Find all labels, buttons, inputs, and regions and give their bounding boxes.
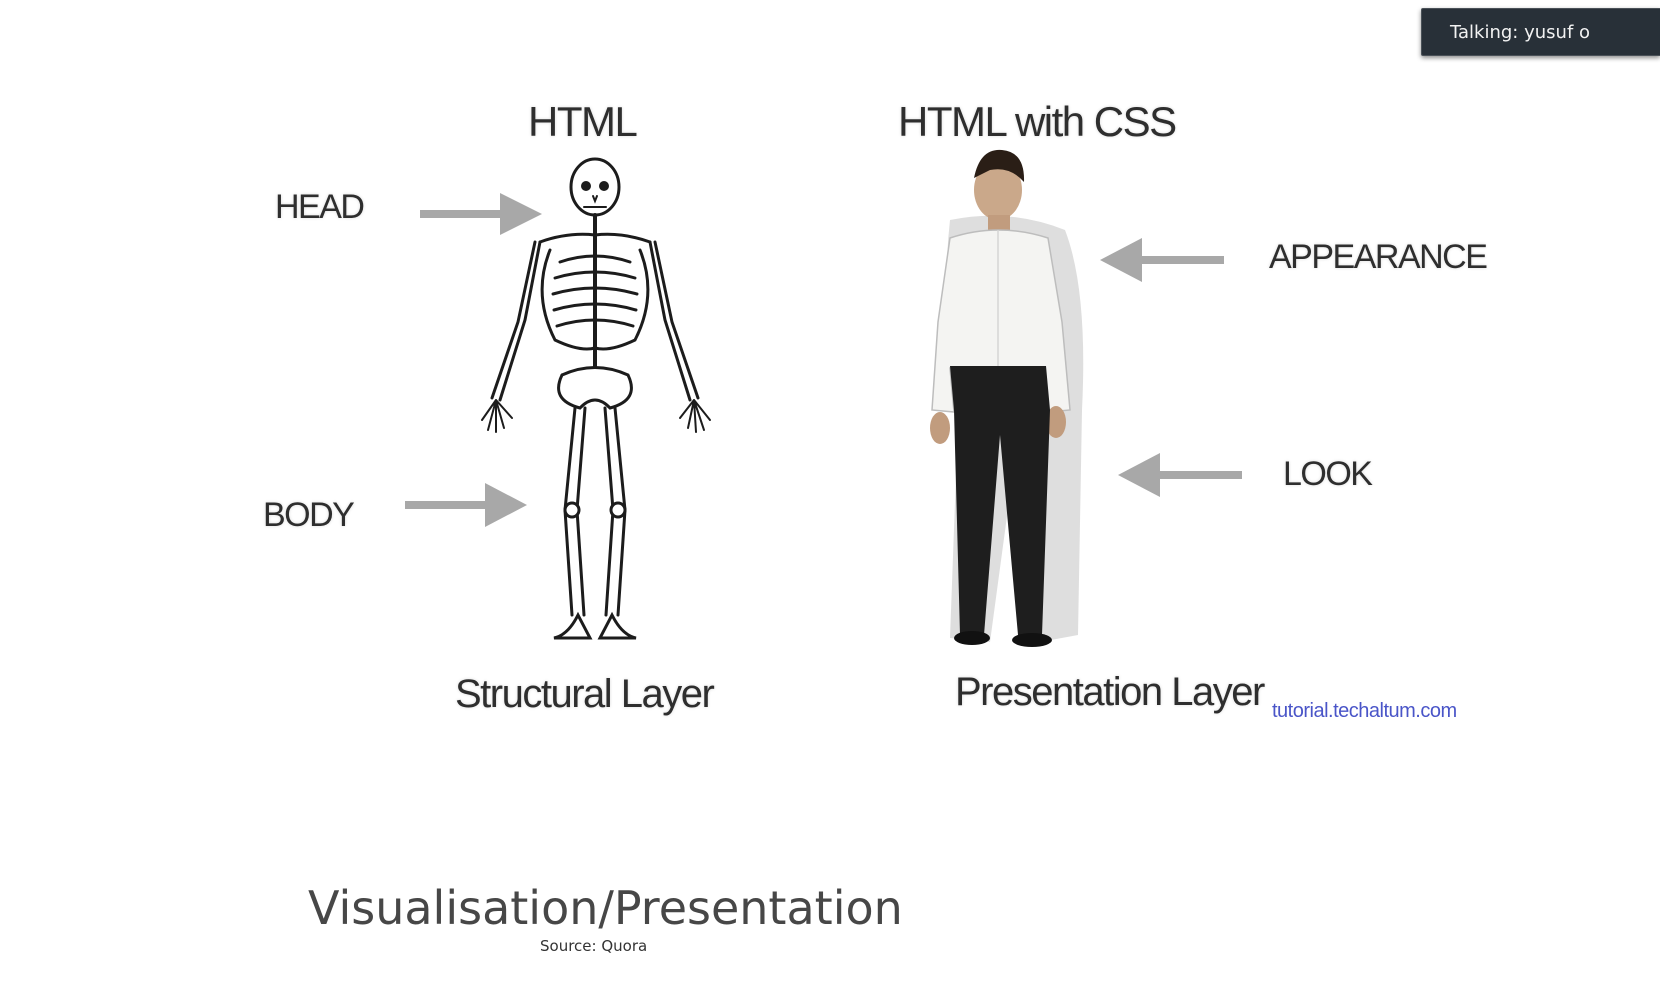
appearance-arrow-icon [1100,238,1224,282]
body-arrow-icon [405,483,527,527]
html-css-illustration [405,149,1242,647]
look-label: LOOK [1283,455,1373,493]
html-with-css-heading: HTML with CSS [898,98,1177,145]
head-label: HEAD [275,188,365,226]
slide-source: Source: Quora [540,937,648,955]
talking-indicator-text: Talking: yusuf o [1450,22,1591,43]
watermark-text: tutorial.techaltum.com [1272,700,1457,722]
talking-indicator: Talking: yusuf o [1421,8,1660,56]
appearance-label: APPEARANCE [1269,238,1488,276]
slide-title: Visualisation/Presentation [308,881,903,935]
arrow-icons [405,193,1242,527]
slide-image: HTML HTML with CSS HEAD BODY APPEARANCE … [250,90,1490,730]
look-arrow-icon [1118,453,1242,497]
presentation-layer-caption: Presentation Layer [955,670,1265,714]
structural-layer-caption: Structural Layer [455,672,715,716]
head-arrow-icon [420,193,542,235]
man-figure [930,149,1084,647]
skeleton-figure [481,157,711,640]
html-heading: HTML [528,98,638,145]
body-label: BODY [263,496,355,534]
